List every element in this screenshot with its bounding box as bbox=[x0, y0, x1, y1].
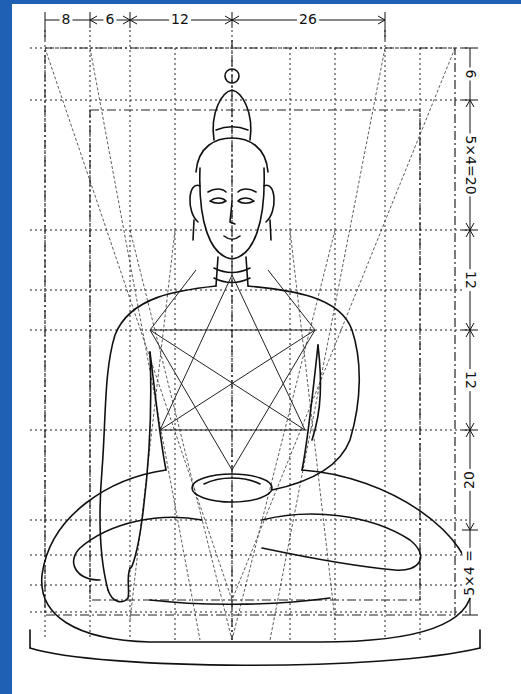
frame-bar bbox=[0, 0, 12, 694]
frame-bar bbox=[0, 0, 521, 4]
dimension-lines bbox=[45, 12, 478, 615]
dimension-label: 12 bbox=[462, 269, 477, 291]
chest-hexagram bbox=[150, 270, 315, 470]
dimension-label: 5×4=20 bbox=[462, 133, 477, 196]
dimension-label: 20 bbox=[462, 469, 477, 491]
frame-rectangles bbox=[45, 40, 455, 640]
dimension-label: 12 bbox=[462, 369, 477, 391]
dimension-label: 5×4 = bbox=[462, 548, 477, 598]
buddha-figure bbox=[30, 69, 480, 665]
dimension-label: 8 bbox=[60, 12, 73, 27]
dimension-label: 12 bbox=[169, 12, 191, 27]
dimension-label: 6 bbox=[462, 68, 477, 81]
dimension-label: 26 bbox=[297, 12, 319, 27]
grid-lines bbox=[30, 30, 470, 640]
dimension-label: 6 bbox=[104, 12, 117, 27]
proportion-diagonals bbox=[45, 48, 455, 640]
